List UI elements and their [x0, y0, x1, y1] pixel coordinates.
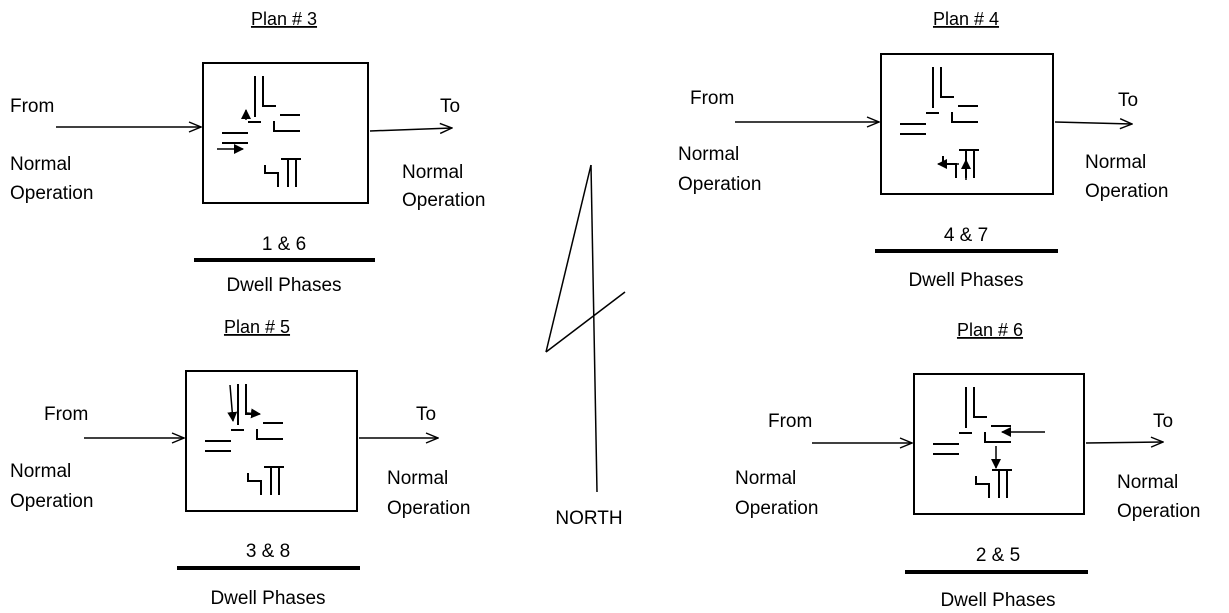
to-arrow — [1085, 442, 1163, 443]
source-label-line-1: Normal — [10, 154, 71, 175]
from-label: From — [44, 404, 88, 425]
target-label-line-1: Normal — [387, 468, 448, 489]
north-label: NORTH — [555, 508, 622, 529]
source-label-line-1: Normal — [678, 144, 739, 165]
to-label: To — [440, 96, 460, 117]
panel-title: Plan # 3 — [251, 9, 317, 29]
source-label-line-2: Operation — [678, 174, 761, 195]
phase-numbers: 1 & 6 — [262, 234, 306, 255]
phase-caption: Dwell Phases — [908, 270, 1023, 291]
source-label-line-1: Normal — [735, 468, 796, 489]
panel-plan-4: Plan # 4 From Normal Operation To Normal… — [678, 9, 1168, 291]
to-label: To — [416, 404, 436, 425]
from-label: From — [690, 88, 734, 109]
panel-title: Plan # 4 — [933, 9, 999, 29]
from-label: From — [768, 411, 812, 432]
to-arrow — [369, 128, 452, 131]
to-label: To — [1118, 90, 1138, 111]
intersection-glyph — [217, 75, 302, 188]
north-arrow: NORTH — [545, 164, 626, 529]
to-label: To — [1153, 411, 1173, 432]
plan-box — [202, 62, 369, 204]
target-label-line-2: Operation — [1085, 181, 1168, 202]
phase-caption: Dwell Phases — [210, 588, 325, 609]
panel-plan-6: Plan # 6 From Normal Operation To Normal… — [735, 320, 1200, 611]
target-label-line-2: Operation — [1117, 501, 1200, 522]
to-arrow — [1054, 122, 1132, 124]
panel-plan-5: Plan # 5 From Normal Operation To Normal… — [10, 317, 470, 609]
source-label-line-2: Operation — [735, 498, 818, 519]
target-label-line-2: Operation — [402, 190, 485, 211]
plan-box — [185, 370, 358, 512]
intersection-glyph — [899, 66, 980, 180]
source-label-line-2: Operation — [10, 183, 93, 204]
target-label-line-1: Normal — [402, 162, 463, 183]
target-label-line-2: Operation — [387, 498, 470, 519]
source-label-line-1: Normal — [10, 461, 71, 482]
target-label-line-1: Normal — [1085, 152, 1146, 173]
phase-bar — [905, 570, 1088, 574]
panel-plan-3: Plan # 3 From Normal Operation To Normal… — [10, 9, 485, 296]
phase-bar — [177, 566, 360, 570]
intersection-glyph — [204, 383, 285, 496]
plan-box — [880, 53, 1054, 195]
phase-caption: Dwell Phases — [226, 275, 341, 296]
phase-numbers: 4 & 7 — [944, 225, 988, 246]
phase-bar — [875, 249, 1058, 253]
from-label: From — [10, 96, 54, 117]
phase-bar — [194, 258, 375, 262]
phase-numbers: 2 & 5 — [976, 545, 1020, 566]
panel-title: Plan # 5 — [224, 317, 290, 337]
panel-title: Plan # 6 — [957, 320, 1023, 340]
source-label-line-2: Operation — [10, 491, 93, 512]
phase-numbers: 3 & 8 — [246, 541, 290, 562]
intersection-glyph — [932, 386, 1045, 499]
plan-box — [913, 373, 1085, 515]
target-label-line-1: Normal — [1117, 472, 1178, 493]
phase-caption: Dwell Phases — [940, 590, 1055, 611]
